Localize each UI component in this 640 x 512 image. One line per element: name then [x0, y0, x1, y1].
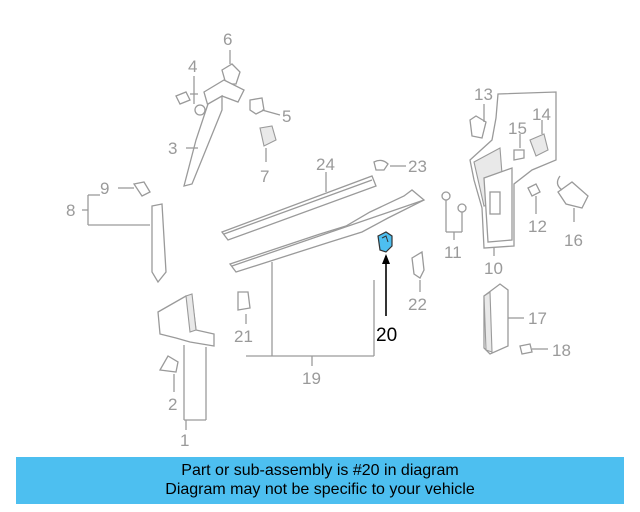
callout-15: 15: [508, 119, 527, 138]
callout-10: 10: [484, 259, 503, 278]
part-10-slot: [489, 191, 501, 215]
part-3-upper: [203, 79, 245, 108]
part-11-clip-b: [457, 203, 467, 213]
part-14-cover: [529, 133, 549, 157]
callout-20: 20: [376, 325, 397, 346]
callout-19: 19: [302, 369, 321, 388]
part-21-clip: [237, 291, 251, 311]
part-8-trim: [151, 203, 167, 284]
part-20-arrow: [382, 254, 390, 264]
part-12-screw: [527, 183, 541, 197]
callout-24: 24: [316, 155, 335, 174]
lower-b-pillar-group: [483, 283, 548, 355]
part-15-screw: [513, 149, 525, 161]
banner-line-disclaimer: Diagram may not be specific to your vehi…: [165, 481, 475, 498]
parts-diagram: 6 4 5 3 7 9 8 2 1 24 23 21 19 20 22 13 1…: [66, 30, 589, 450]
part-3-a-pillar-trim: [183, 94, 223, 187]
part-22-clip: [411, 250, 425, 279]
callout-12: 12: [528, 217, 547, 236]
part-16-handle: [557, 181, 589, 209]
callout-7: 7: [260, 167, 269, 186]
part-2-clip: [158, 355, 179, 373]
callout-14: 14: [532, 105, 551, 124]
part-1-kick-panel: [157, 295, 215, 347]
callout-13: 13: [474, 85, 493, 104]
callout-4: 4: [188, 57, 197, 76]
part-11-clip-a: [441, 191, 451, 201]
callout-11: 11: [444, 243, 462, 262]
callout-16: 16: [564, 231, 583, 250]
callout-9: 9: [100, 179, 109, 198]
a-pillar-group: [175, 50, 281, 187]
callout-18: 18: [552, 341, 571, 360]
callout-2: 2: [168, 395, 177, 414]
info-banner: Part or sub-assembly is #20 in diagram D…: [16, 457, 624, 504]
kick-panel-group: [157, 293, 215, 430]
part-1-kick-panel-edge: [185, 293, 197, 333]
part-17-edge: [483, 290, 493, 353]
part-4-clip: [175, 91, 191, 105]
callout-6: 6: [223, 30, 232, 49]
callout-1: 1: [180, 431, 189, 450]
banner-line-part: Part or sub-assembly is #20 in diagram: [181, 462, 459, 479]
part-19-scuff-plate: [228, 189, 426, 273]
part-13-clip: [469, 115, 487, 139]
callout-3: 3: [168, 139, 177, 158]
part-20-group: [377, 231, 393, 316]
part-4-clip-b: [194, 104, 206, 116]
part-21-group: [237, 291, 251, 324]
callout-5: 5: [282, 107, 291, 126]
b-pillar-group: [441, 91, 589, 256]
callout-8: 8: [66, 201, 75, 220]
sill-group: [220, 159, 426, 366]
left-lower-pillar-group: [82, 181, 167, 284]
callout-17: 17: [528, 309, 547, 328]
callout-21: 21: [234, 327, 253, 346]
part-9-clip: [132, 181, 151, 197]
part-5-screw: [249, 97, 265, 115]
part-18-screw: [519, 343, 533, 355]
part-20-clip-highlighted: [377, 231, 393, 253]
callout-23: 23: [408, 157, 427, 176]
part-22-group: [411, 250, 425, 292]
part-7-clip: [259, 125, 277, 147]
callout-22: 22: [408, 295, 427, 314]
part-23-clip: [373, 159, 389, 171]
